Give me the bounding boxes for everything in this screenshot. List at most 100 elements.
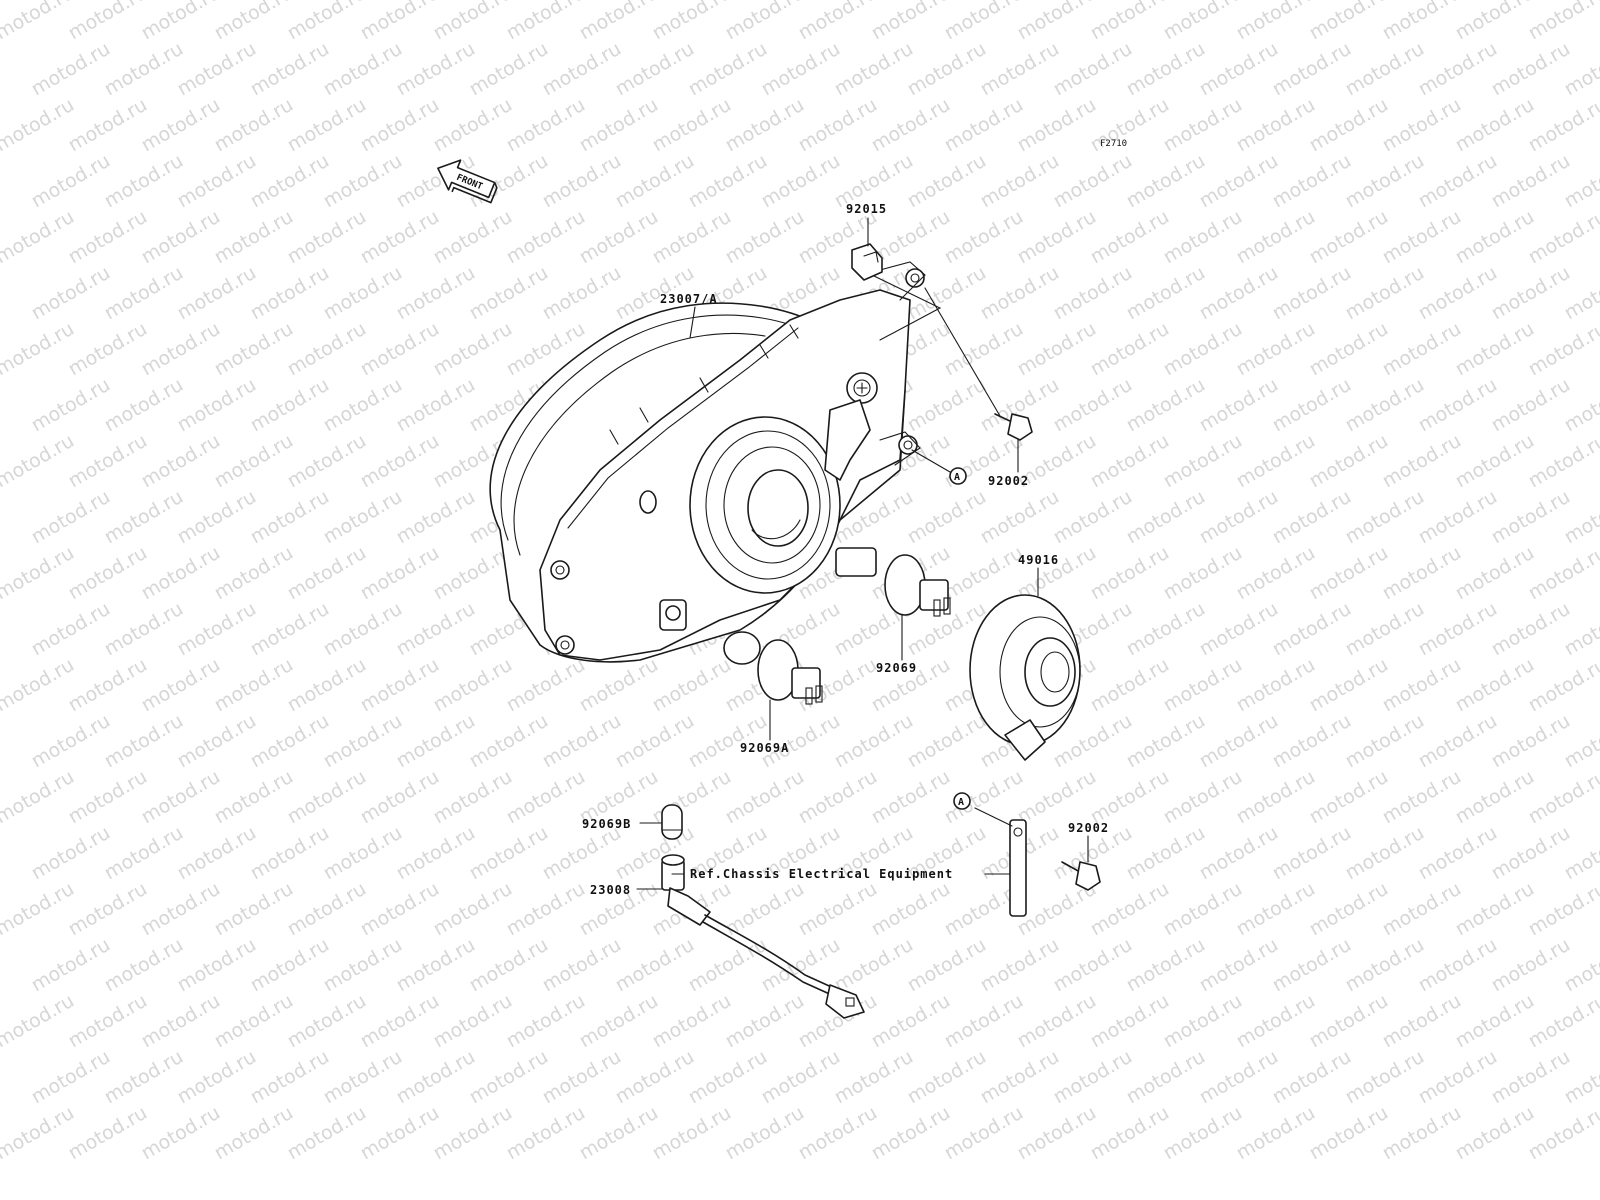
watermark-text: motod.ru [138, 206, 224, 269]
watermark-text: motod.ru [1525, 1102, 1600, 1165]
watermark-text: motod.ru [1050, 150, 1136, 213]
watermark-text: motod.ru [174, 822, 260, 885]
watermark-text: motod.ru [65, 318, 151, 381]
watermark-text: motod.ru [65, 1102, 151, 1165]
watermark-text: motod.ru [247, 486, 333, 549]
watermark-text: motod.ru [539, 822, 625, 885]
watermark-text: motod.ru [1415, 710, 1501, 773]
watermark-text: motod.ru [1087, 878, 1173, 941]
watermark-text: motod.ru [1306, 0, 1392, 44]
watermark-text: motod.ru [0, 878, 78, 941]
watermark-text: motod.ru [1123, 598, 1209, 661]
watermark-text: motod.ru [1269, 262, 1355, 325]
watermark-text: motod.ru [1415, 598, 1501, 661]
part-label-23008: 23008 [590, 883, 631, 897]
watermark-text: motod.ru [539, 262, 625, 325]
watermark-text: motod.ru [649, 206, 735, 269]
watermark-text: motod.ru [320, 374, 406, 437]
watermark-text: motod.ru [1452, 654, 1538, 717]
watermark-text: motod.ru [649, 94, 735, 157]
watermark-text: motod.ru [28, 934, 114, 997]
watermark-text: motod.ru [284, 318, 370, 381]
watermark-text: motod.ru [1269, 38, 1355, 101]
watermark-text: motod.ru [430, 94, 516, 157]
leader-bolt-to-housing [924, 287, 1001, 417]
watermark-text: motod.ru [1452, 990, 1538, 1053]
watermark-text: motod.ru [1379, 990, 1465, 1053]
watermark-text: motod.ru [430, 990, 516, 1053]
watermark-text: motod.ru [503, 654, 589, 717]
watermark-text: motod.ru [284, 206, 370, 269]
watermark-text: motod.ru [393, 710, 479, 773]
watermark-text: motod.ru [868, 1102, 954, 1165]
watermark-text: motod.ru [649, 654, 735, 717]
leader-92015-housing [873, 275, 942, 341]
watermark-text: motod.ru [393, 822, 479, 885]
watermark-text: motod.ru [1196, 598, 1282, 661]
watermark-text: motod.ru [722, 766, 808, 829]
watermark-text: motod.ru [722, 94, 808, 157]
watermark-text: motod.ru [211, 878, 297, 941]
watermark-text: motod.ru [1342, 598, 1428, 661]
watermark-text: motod.ru [1342, 822, 1428, 885]
part-label-92069: 92069 [876, 661, 917, 675]
watermark-text: motod.ru [357, 766, 443, 829]
watermark-text: motod.ru [1342, 38, 1428, 101]
watermark-text: motod.ru [904, 486, 990, 549]
watermark-text: motod.ru [576, 654, 662, 717]
watermark-text: motod.ru [795, 766, 881, 829]
watermark-text: motod.ru [1196, 374, 1282, 437]
watermark-text: motod.ru [1269, 150, 1355, 213]
watermark-text: motod.ru [1525, 654, 1600, 717]
watermark-text: motod.ru [941, 206, 1027, 269]
watermark-text: motod.ru [1123, 374, 1209, 437]
watermark-text: motod.ru [393, 598, 479, 661]
watermark-text: motod.ru [1160, 654, 1246, 717]
watermark-text: motod.ru [1050, 374, 1136, 437]
watermark-text: motod.ru [1342, 934, 1428, 997]
watermark-text: motod.ru [466, 1046, 552, 1109]
watermark-text: motod.ru [1014, 0, 1100, 44]
watermark-text: motod.ru [1342, 710, 1428, 773]
watermark-text: motod.ru [904, 38, 990, 101]
watermark-text: motod.ru [904, 150, 990, 213]
watermark-text: motod.ru [977, 150, 1063, 213]
watermark-text: motod.ru [138, 0, 224, 44]
watermark-text: motod.ru [1415, 262, 1501, 325]
watermark-text: motod.ru [685, 1046, 771, 1109]
watermark-text: motod.ru [685, 934, 771, 997]
watermark-text: motod.ru [1123, 150, 1209, 213]
watermark-text: motod.ru [1160, 878, 1246, 941]
watermark-text: motod.ru [466, 822, 552, 885]
watermark-text: motod.ru [1415, 374, 1501, 437]
watermark-text: motod.ru [1123, 710, 1209, 773]
watermark-text: motod.ru [1488, 598, 1574, 661]
watermark-text: motod.ru [1014, 990, 1100, 1053]
watermark-text: motod.ru [1160, 990, 1246, 1053]
part-label-92069B: 92069B [582, 817, 631, 831]
watermark-text: motod.ru [0, 318, 78, 381]
watermark-text: motod.ru [1452, 878, 1538, 941]
watermark-text: motod.ru [1196, 934, 1282, 997]
watermark-text: motod.ru [1233, 318, 1319, 381]
headlight-housing [489, 261, 926, 663]
svg-text:A: A [954, 472, 960, 483]
watermark-text: motod.ru [1525, 990, 1600, 1053]
watermark-text: motod.ru [1306, 542, 1392, 605]
watermark-text: motod.ru [101, 710, 187, 773]
watermark-text: motod.ru [0, 542, 78, 605]
watermark-text: motod.ru [649, 990, 735, 1053]
watermark-text: motod.ru [1379, 318, 1465, 381]
watermark-text: motod.ru [28, 38, 114, 101]
watermark-text: motod.ru [795, 1102, 881, 1165]
watermark-text: motod.ru [393, 934, 479, 997]
watermark-text: motod.ru [65, 766, 151, 829]
watermark-text: motod.ru [320, 934, 406, 997]
watermark-text: motod.ru [1379, 654, 1465, 717]
watermark-text: motod.ru [539, 934, 625, 997]
watermark-text: motod.ru [576, 1102, 662, 1165]
watermark-text: motod.ru [65, 878, 151, 941]
reference-marker-A-bottom: A [953, 792, 971, 810]
watermark-text: motod.ru [1087, 542, 1173, 605]
watermark-text: motod.ru [393, 1046, 479, 1109]
